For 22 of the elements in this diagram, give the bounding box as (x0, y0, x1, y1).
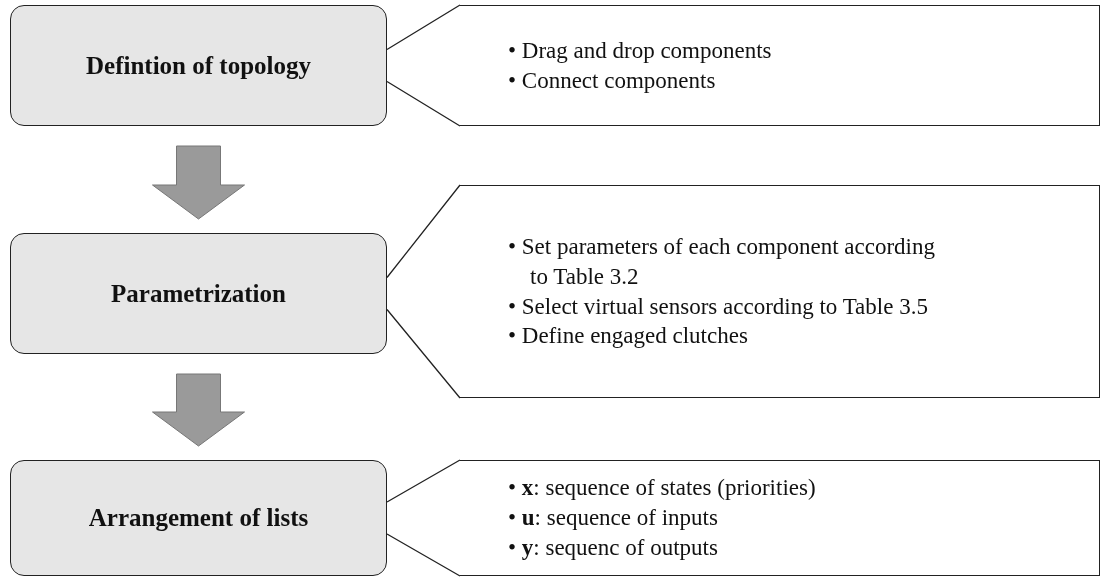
bullet-item: • Select virtual sensors according to Table 3.5 (508, 292, 929, 321)
bullet-item: • Define engaged clutches (508, 322, 749, 351)
block-arrow (152, 145, 245, 220)
callout-pointer (386, 4, 461, 127)
step-title: Parametrization (111, 279, 286, 308)
step-title: Arrangement of lists (88, 504, 309, 532)
process-box (10, 233, 387, 354)
bullet-item: • y: sequenc of outputs (508, 533, 719, 562)
step-title: Defintion of topology (86, 51, 311, 80)
bullet-item: • u: sequence of inputs (508, 504, 719, 533)
block-arrow (152, 373, 245, 447)
bullet-item: • Set parameters of each component according to Table 3.2 (508, 232, 936, 291)
bullet-item: • Drag and drop components (508, 36, 773, 65)
callout-pointer (386, 459, 461, 577)
bullet-item: • x: sequence of states (priorities) (508, 474, 817, 503)
bullet-item: • Connect components (508, 66, 717, 95)
callout-pointer (386, 184, 461, 399)
callout-panel (460, 5, 1100, 126)
process-box (10, 460, 387, 576)
callout-panel (460, 460, 1100, 576)
process-box (10, 5, 387, 126)
callout-panel (460, 185, 1100, 398)
